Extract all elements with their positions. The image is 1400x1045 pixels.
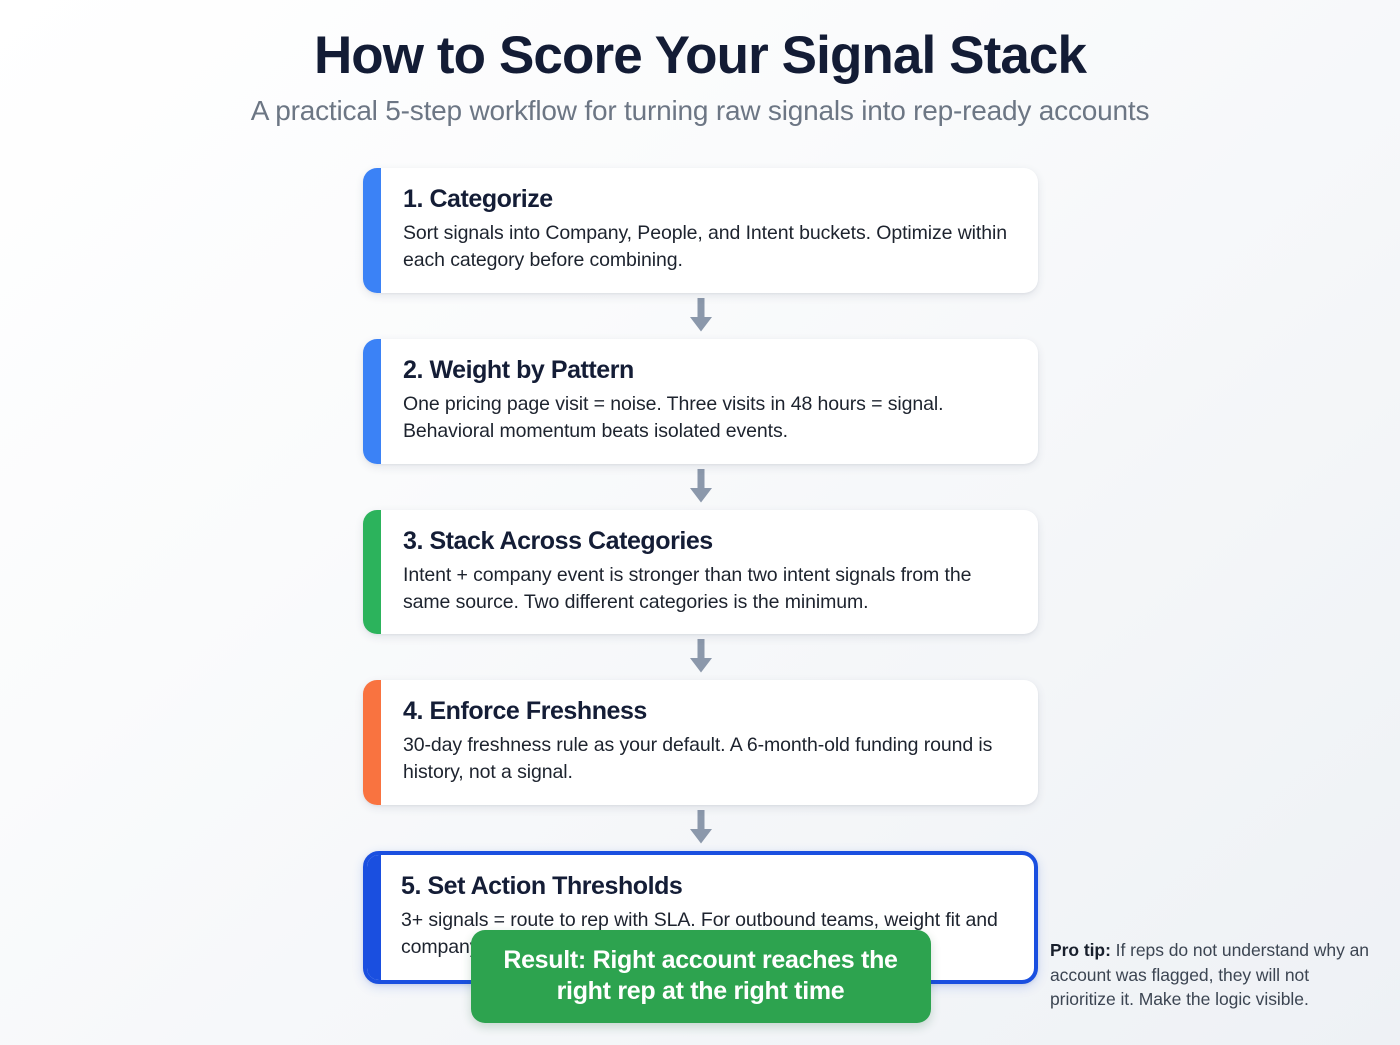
step-text-3: Intent + company event is stronger than …: [403, 563, 972, 613]
arrow-down-icon-2: [363, 464, 1038, 510]
pro-tip-label: Pro tip:: [1050, 940, 1111, 960]
step-title-3: 3. Stack Across Categories: [403, 526, 713, 555]
step-card-3: 3. Stack Across Categories Intent + comp…: [363, 509, 1038, 635]
step-body-4: 4. Enforce Freshness 30-day freshness ru…: [381, 680, 1038, 805]
result-row: Result: Right account reaches the right …: [363, 930, 1038, 1023]
step-body-1: 1. Categorize Sort signals into Company,…: [381, 168, 1038, 293]
step-accent-bar-1: [363, 168, 381, 293]
step-text-4: 30-day freshness rule as your default. A…: [403, 734, 993, 784]
header: How to Score Your Signal Stack A practic…: [0, 0, 1400, 128]
step-text-2: One pricing page visit = noise. Three vi…: [403, 392, 944, 442]
step-title-5: 5. Set Action Thresholds: [401, 872, 683, 901]
arrow-down-icon-4: [363, 805, 1038, 851]
step-title-1: 1. Categorize: [403, 185, 553, 213]
step-accent-bar-4: [363, 680, 381, 806]
step-accent-bar-5: [367, 855, 381, 981]
result-banner: Result: Right account reaches the right …: [470, 930, 931, 1023]
step-body-2: 2. Weight by Pattern One pricing page vi…: [381, 339, 1038, 464]
workflow-steps: 1. Categorize Sort signals into Company,…: [363, 168, 1038, 1030]
pro-tip: Pro tip: If reps do not understand why a…: [1050, 938, 1370, 1012]
step-card-1: 1. Categorize Sort signals into Company,…: [363, 168, 1038, 293]
step-card-2: 2. Weight by Pattern One pricing page vi…: [363, 338, 1038, 464]
step-text-1: Sort signals into Company, People, and I…: [403, 222, 1007, 271]
step-title-4: 4. Enforce Freshness: [403, 697, 647, 726]
step-accent-bar-3: [363, 509, 381, 635]
step-title-2: 2. Weight by Pattern: [403, 355, 634, 384]
arrow-down-icon-3: [363, 634, 1038, 680]
page-title: How to Score Your Signal Stack: [313, 26, 1087, 85]
pro-tip-text: If reps do not understand why an account…: [1050, 940, 1369, 1009]
step-body-3: 3. Stack Across Categories Intent + comp…: [381, 510, 1038, 635]
step-accent-bar-2: [363, 338, 381, 464]
page-subtitle: A practical 5-step workflow for turning …: [250, 95, 1150, 127]
arrow-down-icon-1: [363, 293, 1038, 339]
step-card-4: 4. Enforce Freshness 30-day freshness ru…: [363, 680, 1038, 806]
